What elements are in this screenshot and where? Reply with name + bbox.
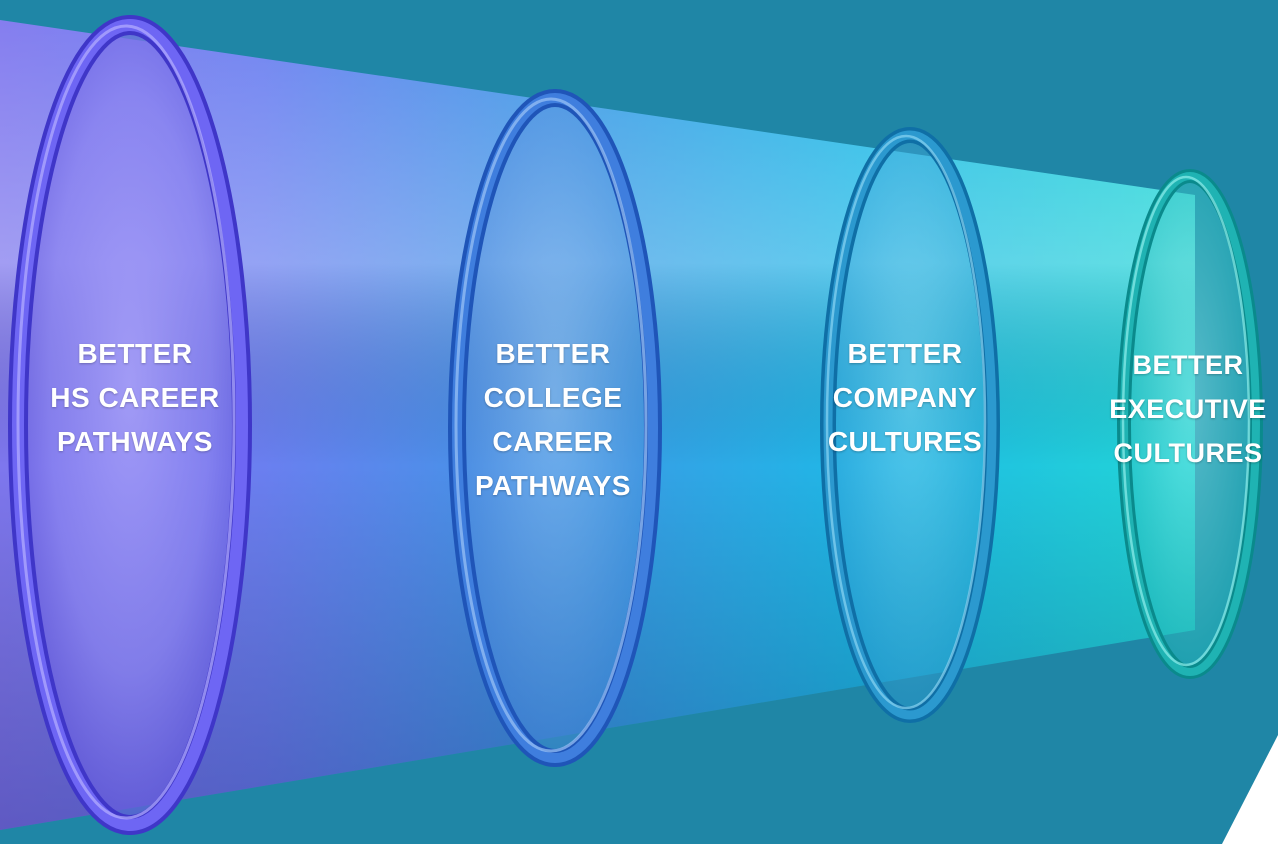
ring-disc-3 bbox=[828, 135, 992, 715]
ring-4 bbox=[1117, 169, 1263, 679]
ring-1 bbox=[8, 15, 252, 835]
stage-2-label: BETTER COLLEGE CAREER PATHWAYS bbox=[475, 338, 631, 501]
stage-4-label: BETTER EXECUTIVE CULTURES bbox=[1109, 350, 1267, 468]
ring-disc-1 bbox=[18, 25, 242, 825]
stage-1-label: BETTER HS CAREER PATHWAYS bbox=[50, 338, 220, 457]
ring-3 bbox=[820, 127, 1000, 723]
corner-accent bbox=[1222, 735, 1278, 844]
stage-3-label: BETTER COMPANY CULTURES bbox=[827, 338, 983, 457]
ring-disc-4 bbox=[1124, 176, 1256, 672]
ring-disc-2 bbox=[457, 98, 653, 758]
ring-2 bbox=[448, 89, 662, 767]
